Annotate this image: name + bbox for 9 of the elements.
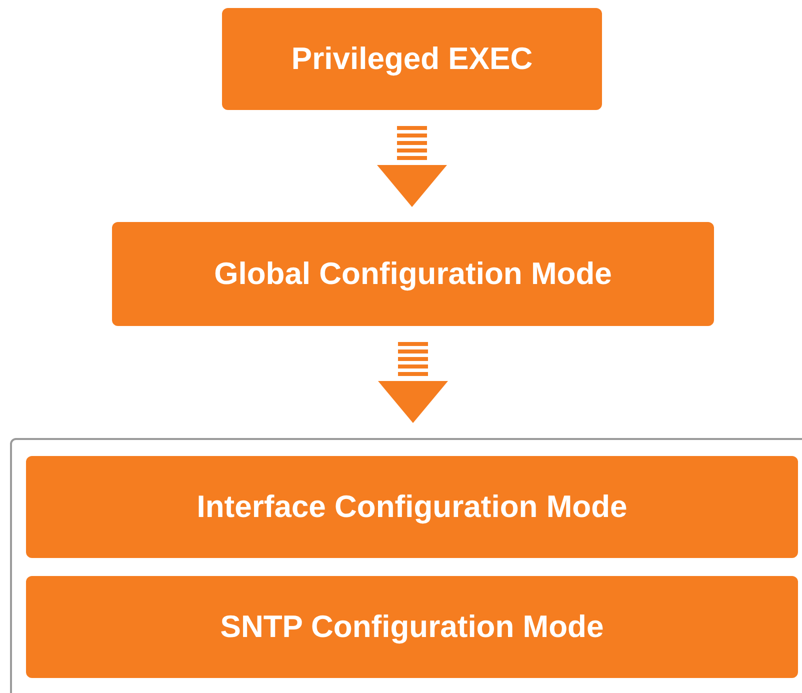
mode-label: Interface Configuration Mode (196, 489, 628, 525)
mode-box (112, 222, 714, 326)
mode-box (26, 576, 798, 678)
mode-box (26, 456, 798, 558)
mode-box (222, 8, 602, 110)
group-frame (10, 438, 802, 693)
mode-label: Global Configuration Mode (214, 256, 612, 292)
mode-label: SNTP Configuration Mode (220, 609, 604, 645)
mode-label: Privileged EXEC (291, 41, 533, 77)
